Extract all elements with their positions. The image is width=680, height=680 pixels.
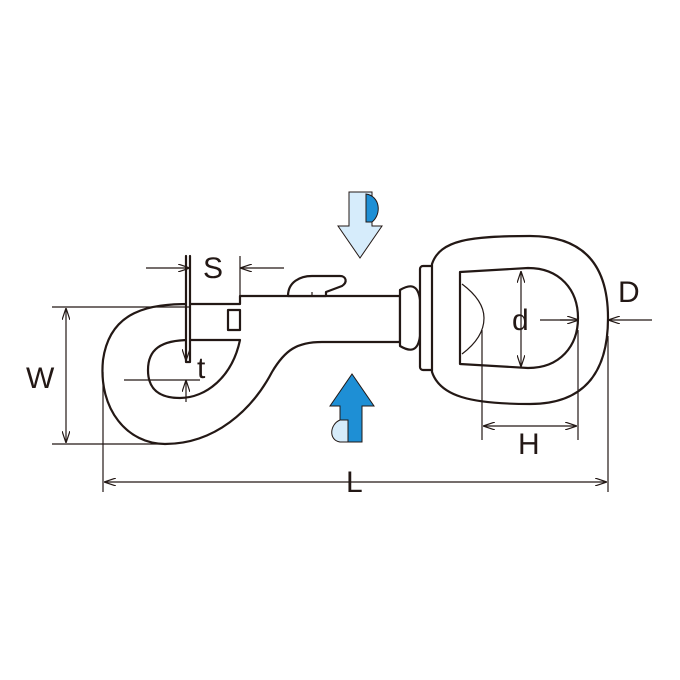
hook-curve: [101, 294, 402, 446]
latch-gate: [184, 254, 192, 364]
barrel-collar: [398, 285, 422, 351]
label-D: D: [618, 276, 640, 309]
eye-inner-bevel: [461, 283, 485, 355]
down-arrow-icon: [337, 191, 383, 259]
up-arrow-icon: [329, 373, 375, 443]
thumb-latch: [286, 274, 347, 298]
hook-inner-opening: [146, 338, 242, 400]
hook-body: [101, 254, 436, 446]
label-s: S: [203, 252, 223, 285]
label-t: t: [197, 352, 206, 385]
label-w: W: [26, 362, 55, 395]
dimension-d-outer: D: [560, 276, 652, 320]
dimension-l: L: [102, 336, 609, 499]
gate-pin: [226, 308, 242, 332]
label-h: H: [518, 428, 540, 461]
dimension-h: H: [481, 330, 579, 461]
dimension-t: t: [124, 318, 206, 402]
dimension-w: W: [26, 306, 190, 445]
label-d: d: [512, 304, 529, 337]
dimension-s: S: [146, 252, 284, 300]
label-l: L: [346, 466, 363, 499]
